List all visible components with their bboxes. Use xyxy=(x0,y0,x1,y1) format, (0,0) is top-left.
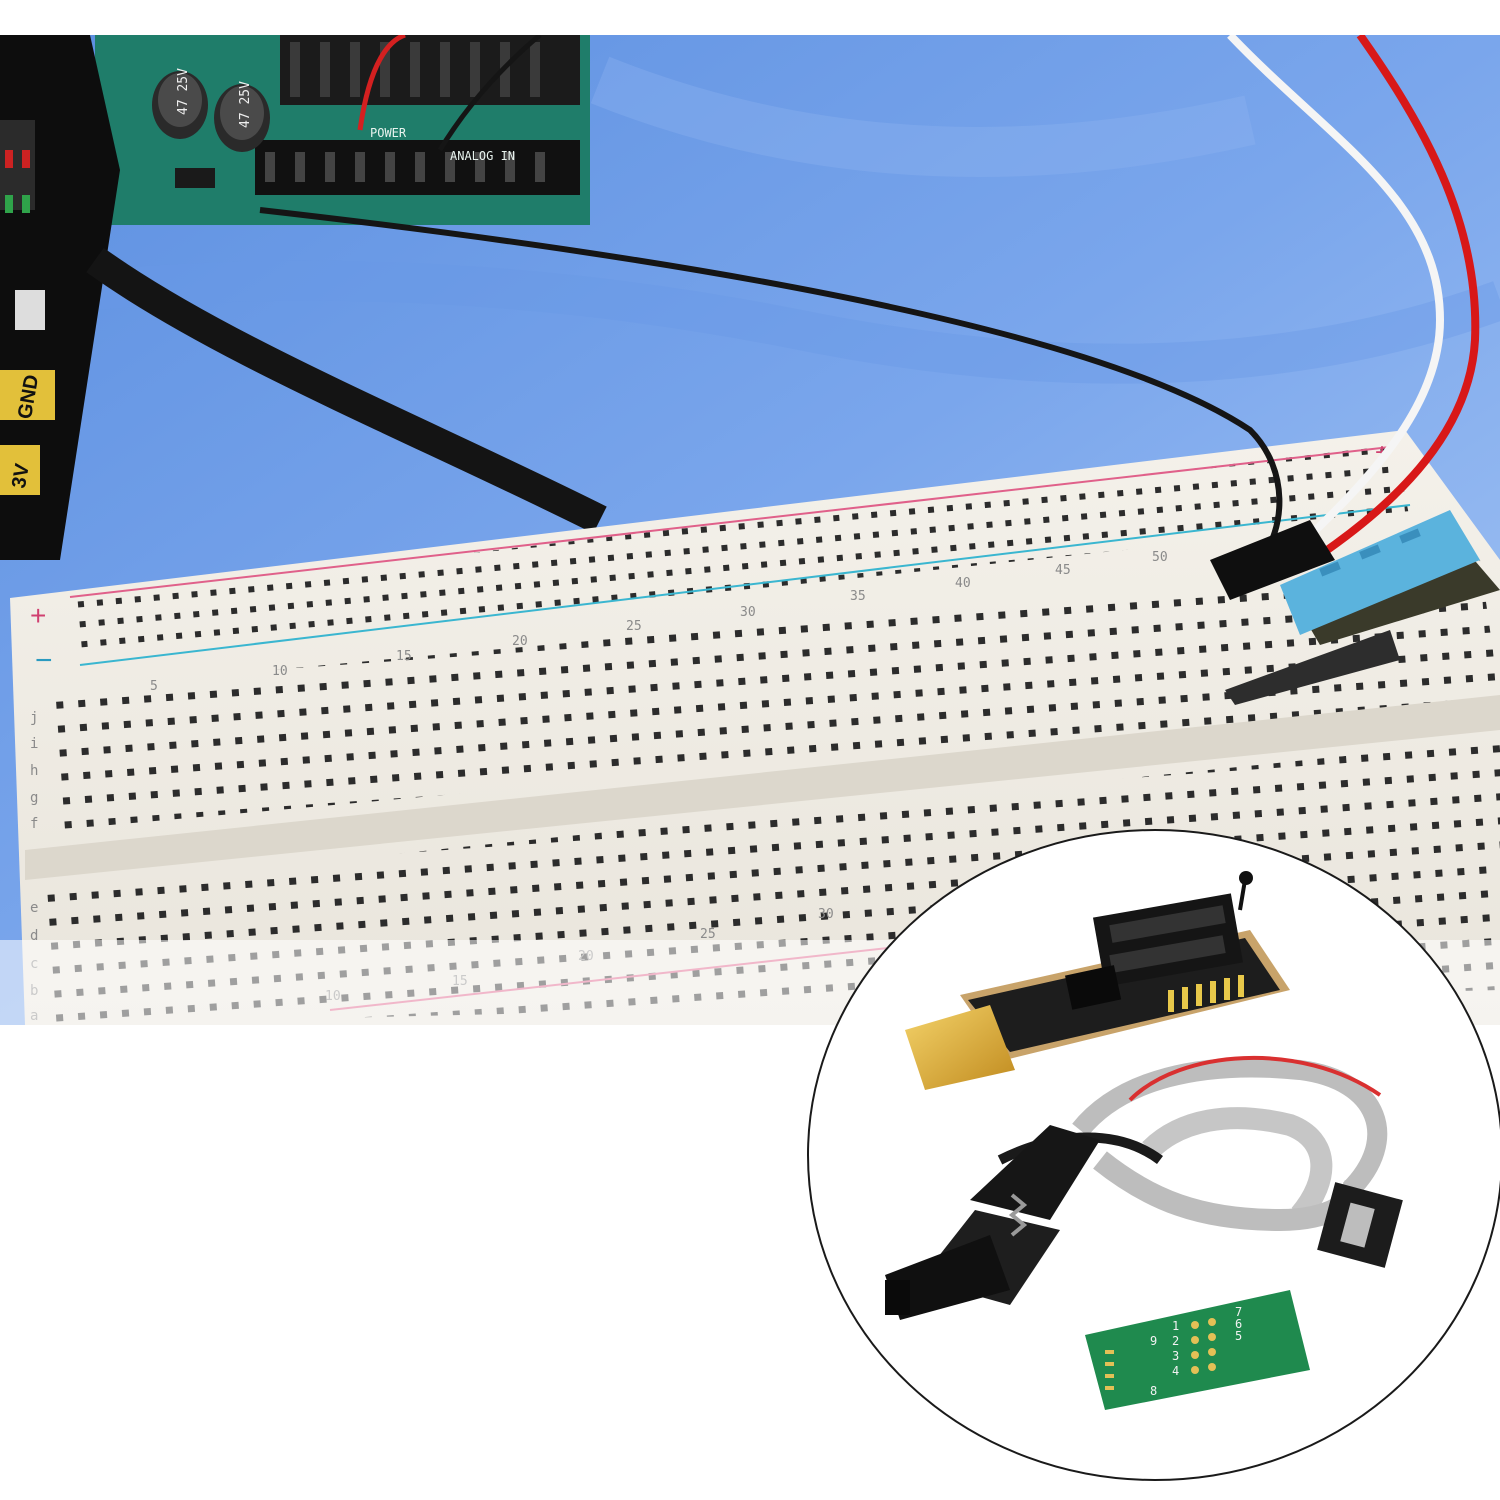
v3-label: 3V xyxy=(8,461,34,490)
rail-minus-label: − xyxy=(35,644,53,677)
ribbon-connector xyxy=(1317,1182,1403,1268)
row-g: g xyxy=(30,790,38,806)
usb-cable xyxy=(86,247,607,534)
col-num-15: 15 xyxy=(396,649,412,664)
adapter-label-1: 1 xyxy=(1172,1319,1179,1333)
adapter-label-3: 3 xyxy=(1172,1349,1179,1363)
col-num-bottom-25: 25 xyxy=(700,927,716,942)
capacitor-right: 47 25V xyxy=(214,81,270,152)
col-num-bottom-30: 30 xyxy=(818,907,834,922)
capacitor-right-label: 47 25V xyxy=(238,81,253,128)
col-num-40: 40 xyxy=(955,576,971,591)
col-num-10: 10 xyxy=(272,664,288,679)
adapter-label-2: 2 xyxy=(1172,1334,1179,1348)
adapter-label-4: 4 xyxy=(1172,1364,1179,1378)
row-j: j xyxy=(30,710,38,726)
col-num-30: 30 xyxy=(740,605,756,620)
col-num-45: 45 xyxy=(1055,563,1071,578)
arduino-board: 47 25V 47 25V POWER ANALOG IN xyxy=(95,35,590,225)
row-e: e xyxy=(30,900,38,916)
dht-sensor xyxy=(1210,510,1500,705)
row-i: i xyxy=(30,736,38,752)
rail-plus-label: + xyxy=(30,600,46,631)
col-num-25: 25 xyxy=(626,619,642,634)
adapter-pcb: 1 2 3 4 5 6 7 8 9 xyxy=(1085,1290,1310,1410)
power-module: GND 3V xyxy=(0,35,120,560)
adapter-label-7: 7 xyxy=(1235,1305,1242,1319)
adapter-label-8: 8 xyxy=(1150,1384,1157,1398)
col-num-20: 20 xyxy=(512,634,528,649)
adapter-label-9: 9 xyxy=(1150,1334,1157,1348)
row-f: f xyxy=(30,816,38,832)
row-h: h xyxy=(30,763,38,779)
analog-header-label: ANALOG IN xyxy=(450,149,515,163)
capacitor-left-label: 47 25V xyxy=(176,68,191,115)
col-num-5: 5 xyxy=(150,679,158,694)
capacitor-left: 47 25V xyxy=(152,68,208,139)
adapter-label-6: 6 xyxy=(1235,1317,1242,1331)
power-header-label: POWER xyxy=(370,126,407,140)
product-inset: 1 2 3 4 5 6 7 8 9 xyxy=(807,829,1500,1481)
usb-programmer xyxy=(905,871,1290,1090)
row-d: d xyxy=(30,928,38,944)
col-num-35: 35 xyxy=(850,589,866,604)
soic-clip xyxy=(885,1125,1100,1320)
col-num-50: 50 xyxy=(1152,550,1168,565)
breadboard-scene: 47 25V 47 25V POWER ANALOG IN GND 3V xyxy=(0,35,1500,1025)
adapter-label-5: 5 xyxy=(1235,1329,1242,1343)
